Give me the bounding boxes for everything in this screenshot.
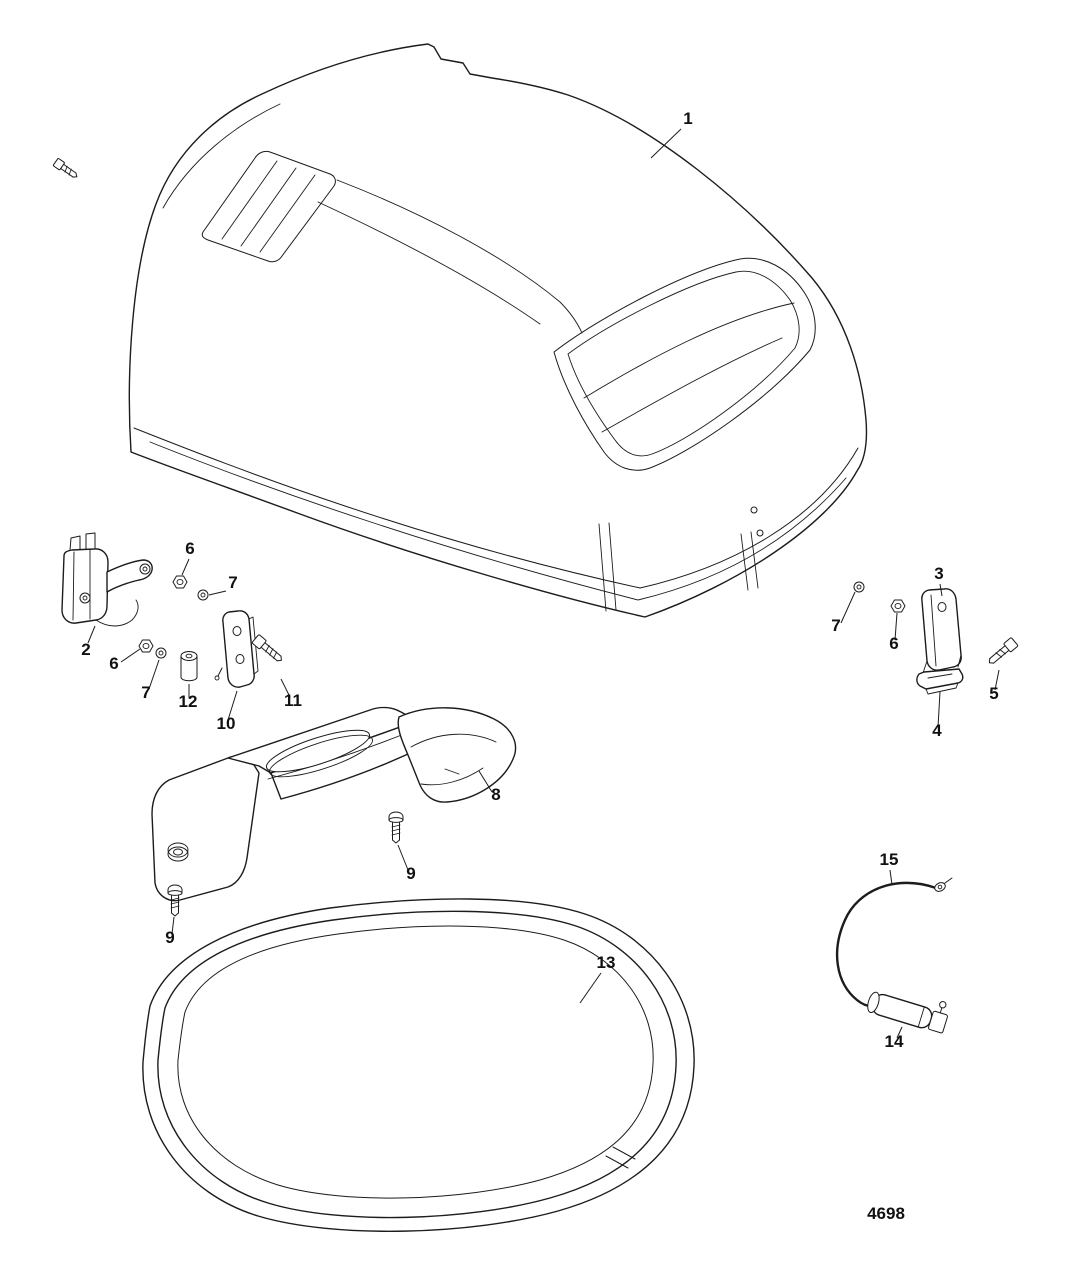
leader-line xyxy=(650,128,682,159)
part-nut-lower-left xyxy=(138,639,154,653)
callout-label-screw-11: 11 xyxy=(284,691,302,710)
callout-label-nut-lower-left: 6 xyxy=(109,654,118,673)
part-latch-bracket xyxy=(921,588,962,674)
callout-label-bracket-strap: 10 xyxy=(217,714,236,733)
leader-line xyxy=(148,659,160,690)
callout-label-cable: 15 xyxy=(880,850,899,869)
part-top-cowl xyxy=(128,43,868,618)
callout-label-bottom-cowl: 13 xyxy=(597,953,616,972)
part-locknut-lower-left xyxy=(155,647,167,659)
leader-line xyxy=(840,591,856,624)
drawing-number: 4698 xyxy=(867,1204,905,1223)
callout-label-screw-5: 5 xyxy=(989,684,998,703)
callout-label-nut-upper-left: 6 xyxy=(185,539,194,558)
callout-label-locknut-lower-left: 7 xyxy=(141,683,150,702)
leader-line xyxy=(208,590,227,596)
callout-label-nut-right: 6 xyxy=(889,634,898,653)
leader-line xyxy=(280,678,291,698)
leader-line xyxy=(171,916,175,935)
leader-line xyxy=(87,625,96,644)
callout-label-screw-9-upper: 9 xyxy=(406,864,415,883)
leader-line xyxy=(896,1026,903,1039)
cowl-intake-vent xyxy=(201,150,336,263)
callout-label-screw-9-lower: 9 xyxy=(165,928,174,947)
callout-label-cable-sleeve: 14 xyxy=(885,1032,904,1051)
leader-line xyxy=(889,869,893,886)
part-nut-upper-left xyxy=(172,575,188,589)
leader-line xyxy=(579,972,602,1004)
callout-label-washer-right: 7 xyxy=(831,616,840,635)
leader-line xyxy=(227,690,238,721)
part-locknut-upper-left xyxy=(197,589,209,601)
part-nut-right xyxy=(890,599,906,613)
callout-label-latch-bracket: 3 xyxy=(934,564,943,583)
leader-line xyxy=(397,844,409,871)
leader-line xyxy=(120,648,141,663)
callout-label-spacer: 12 xyxy=(179,692,198,711)
part-screw-9-lower xyxy=(167,884,183,917)
part-screw-11 xyxy=(251,634,282,662)
leader-line xyxy=(894,612,898,641)
part-latch-assembly xyxy=(61,532,153,627)
part-cable-sleeve xyxy=(867,991,948,1034)
callout-label-latch-hook: 4 xyxy=(932,721,942,740)
leader-line xyxy=(937,691,941,728)
leader-line xyxy=(478,770,493,793)
callout-labels: 1 2 6 7 6 7 12 10 11 3 7 6 5 4 8 9 9 13 … xyxy=(81,109,998,1051)
callout-label-support-trim: 8 xyxy=(491,785,500,804)
leader-line xyxy=(939,583,943,597)
callout-label-latch-assembly: 2 xyxy=(81,640,90,659)
part-cable-assembly xyxy=(835,877,953,1034)
callout-leaders xyxy=(87,128,1000,1039)
part-screw-top-left xyxy=(52,158,78,178)
part-bottom-cowl xyxy=(142,898,695,1232)
part-bracket-strap xyxy=(214,610,259,688)
part-washer-right xyxy=(853,581,865,593)
part-screw-9-upper xyxy=(388,811,404,844)
leader-line xyxy=(181,558,190,576)
leader-line xyxy=(994,669,1000,691)
part-support-bracket xyxy=(151,706,517,917)
callout-label-locknut-upper-left: 7 xyxy=(228,573,237,592)
part-support-trim xyxy=(397,707,517,803)
part-screw-5 xyxy=(988,637,1019,664)
callout-label-top-cowl: 1 xyxy=(683,109,692,128)
part-latch-hook xyxy=(916,668,964,695)
cowl-window-recess xyxy=(553,257,816,471)
part-spacer xyxy=(180,651,198,682)
